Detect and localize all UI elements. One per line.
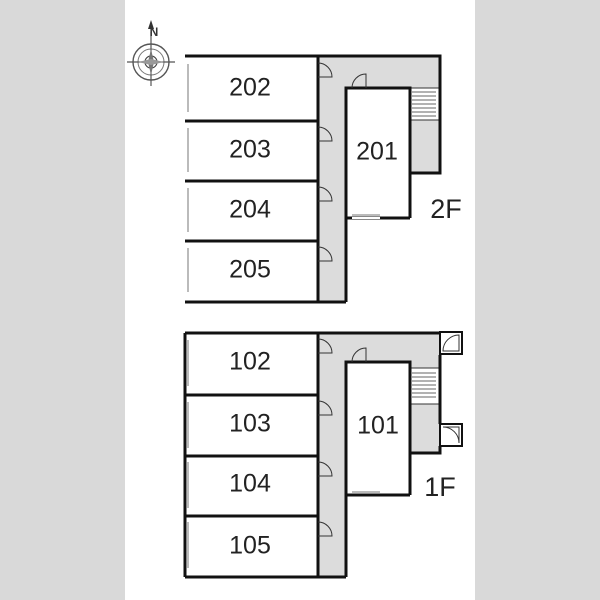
floor-2f: 202 203 204 205 201 2F (185, 54, 462, 304)
corridor-1f (318, 333, 440, 577)
unit-label-201: 201 (356, 138, 398, 166)
unit-label-101: 101 (357, 412, 399, 440)
compass-north-label: N (150, 25, 159, 39)
unit-label-103: 103 (229, 410, 271, 438)
unit-label-204: 204 (229, 196, 271, 224)
unit-label-102: 102 (229, 348, 271, 376)
unit-label-202: 202 (229, 74, 271, 102)
entrance-door-icons-1f (439, 331, 463, 447)
door-icons-2f (317, 62, 367, 262)
floor-label-2f: 2F (430, 194, 462, 224)
door-icons-1f (317, 338, 367, 537)
stairs-1f (408, 367, 440, 405)
unit-label-205: 205 (229, 256, 271, 284)
floor-1f: 102 103 104 105 101 1F (183, 331, 463, 579)
unit-label-203: 203 (229, 136, 271, 164)
unit-label-104: 104 (229, 470, 271, 498)
corridor-2f (318, 56, 440, 302)
compass-rose-icon (127, 20, 175, 86)
stairs-2f (408, 87, 440, 121)
floor-label-1f: 1F (424, 472, 456, 502)
outer-wall-1f (185, 331, 442, 579)
unit-label-105: 105 (229, 532, 271, 560)
